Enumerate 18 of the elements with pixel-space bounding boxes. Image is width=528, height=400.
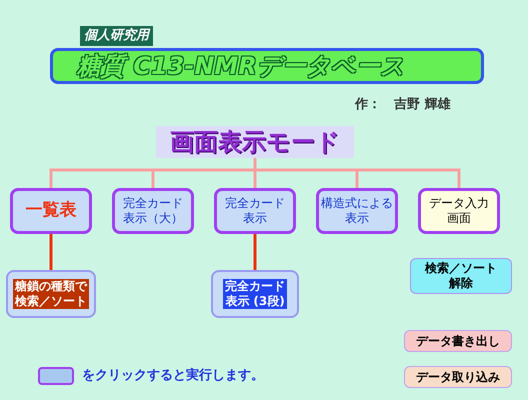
heading-box: 画面表示モード [156,126,354,158]
menu-button: データ入力画面 [418,188,500,234]
menu-button: 完全カード表示 [214,188,296,234]
menu-button: 糖鎖の種類で検索／ソート [6,270,96,318]
title-banner: 糖質 C13-NMRデータベース [50,48,484,84]
subtitle-text: 個人研究用 [80,26,153,46]
menu-button: 完全カード表示（大） [112,188,194,234]
menu-button: 完全カード表示 (3段) [211,270,299,318]
menu-button: 構造式による表示 [316,188,398,234]
menu-button: データ取り込み [404,366,512,388]
menu-button: 検索／ソート解除 [410,258,512,294]
connector-line [254,234,256,270]
menu-button: 一覧表 [10,188,92,234]
menu-button: データ書き出し [404,330,512,352]
connector-line [254,158,460,188]
legend-text: をクリックすると実行します。 [82,366,264,385]
connector-line [50,234,52,270]
author-text: 作： 吉野 輝雄 [355,96,451,114]
